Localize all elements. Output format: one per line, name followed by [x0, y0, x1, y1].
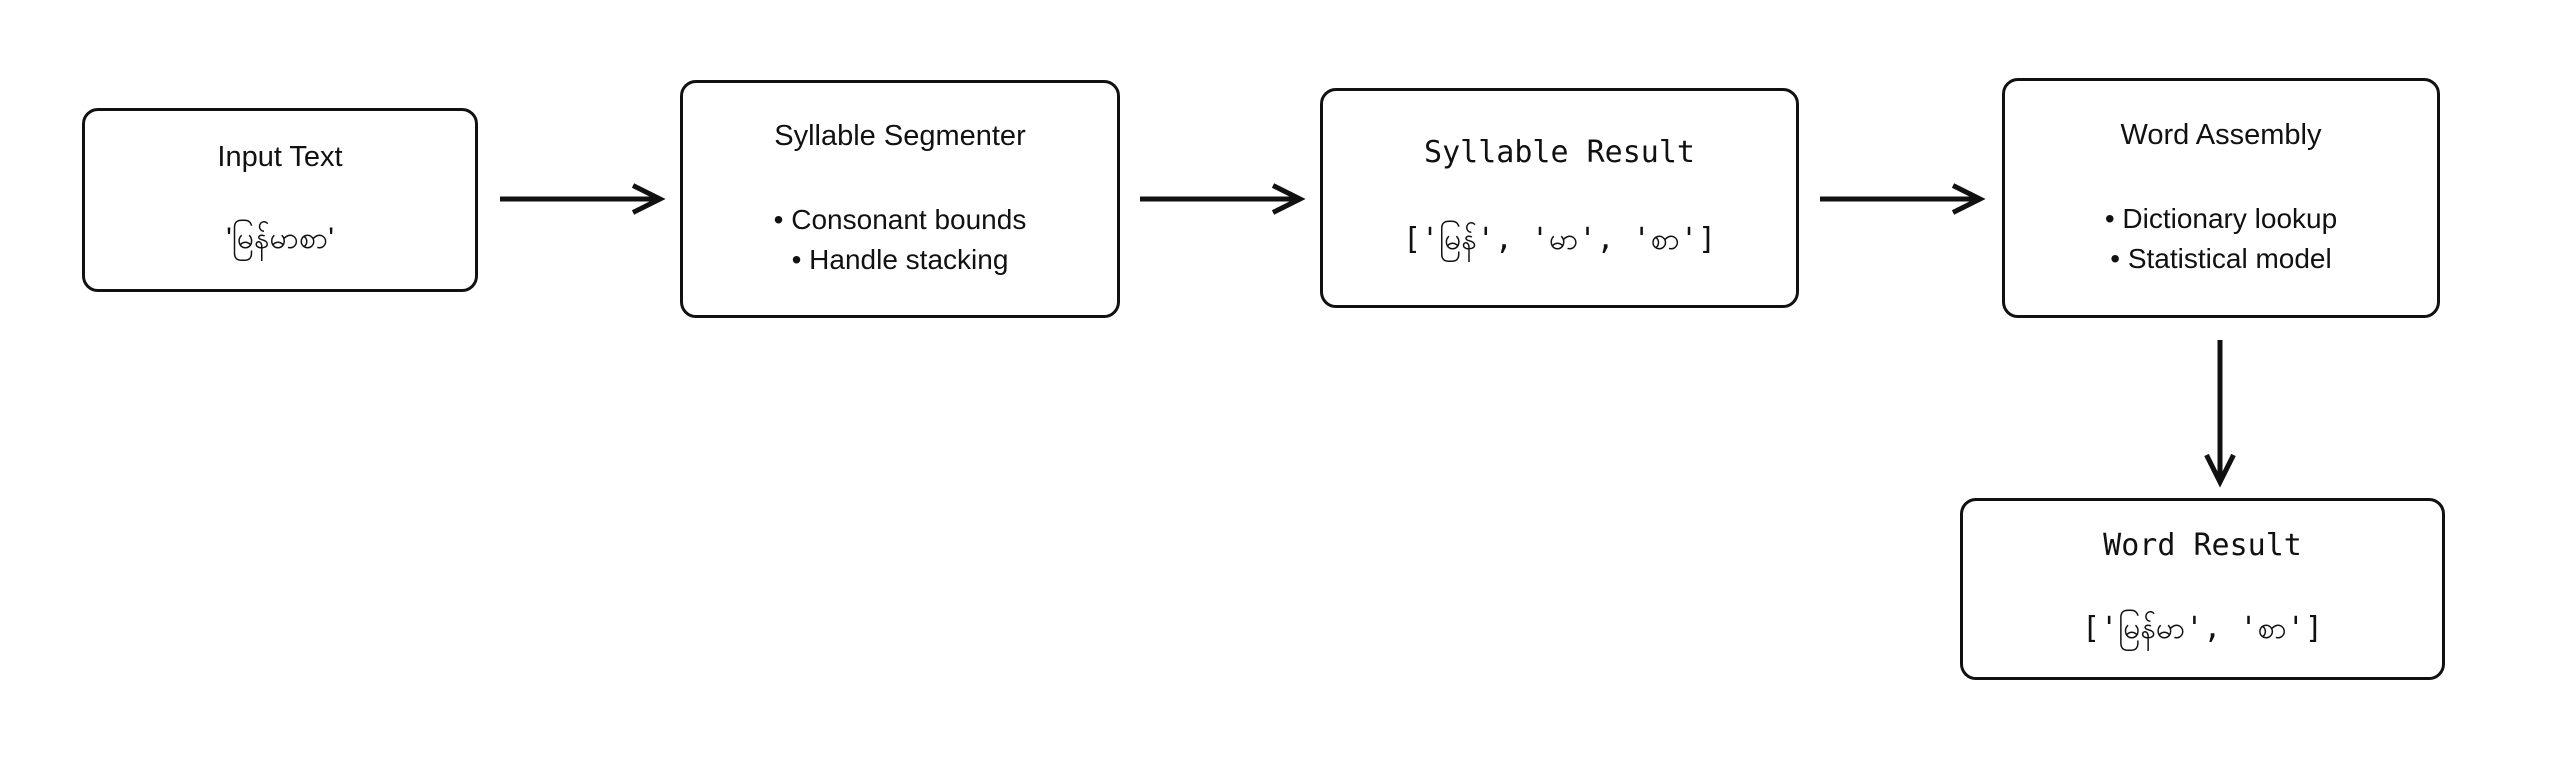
- node-syllable-result: Syllable Result ['မြန်', 'မာ', 'စာ']: [1320, 88, 1799, 308]
- node-syllable-segmenter: Syllable Segmenter • Consonant bounds • …: [680, 80, 1120, 318]
- bullet-item: • Handle stacking: [791, 244, 1009, 275]
- arrow-word-assembly-to-word-result-icon: [2204, 340, 2236, 488]
- node-word-result-title: Word Result: [2103, 528, 2302, 563]
- node-word-result: Word Result ['မြန်မာ', 'စာ']: [1960, 498, 2445, 680]
- node-syllable-segmenter-bullets: • Consonant bounds • Handle stacking: [774, 200, 1027, 280]
- arrow-segmenter-to-syllable-result-icon: [1140, 183, 1306, 215]
- arrow-syllable-result-to-word-assembly-icon: [1820, 183, 1986, 215]
- node-input-text-value: 'မြန်မာစာ': [226, 222, 334, 255]
- node-word-result-value: ['မြန်မာ', 'စာ']: [2082, 611, 2323, 646]
- node-input-text-title: Input Text: [217, 141, 343, 173]
- bullet-item: • Statistical model: [2110, 243, 2332, 274]
- bullet-item: • Consonant bounds: [773, 204, 1027, 235]
- bullet-item: • Dictionary lookup: [2104, 203, 2338, 234]
- node-syllable-segmenter-title: Syllable Segmenter: [774, 120, 1026, 152]
- arrow-input-to-segmenter-icon: [500, 183, 666, 215]
- node-syllable-result-value: ['မြန်', 'မာ', 'စာ']: [1402, 222, 1717, 257]
- node-input-text: Input Text 'မြန်မာစာ': [82, 108, 478, 292]
- node-word-assembly: Word Assembly • Dictionary lookup • Stat…: [2002, 78, 2440, 318]
- node-word-assembly-title: Word Assembly: [2120, 119, 2322, 151]
- node-word-assembly-bullets: • Dictionary lookup • Statistical model: [2105, 199, 2337, 279]
- node-syllable-result-title: Syllable Result: [1424, 135, 1695, 170]
